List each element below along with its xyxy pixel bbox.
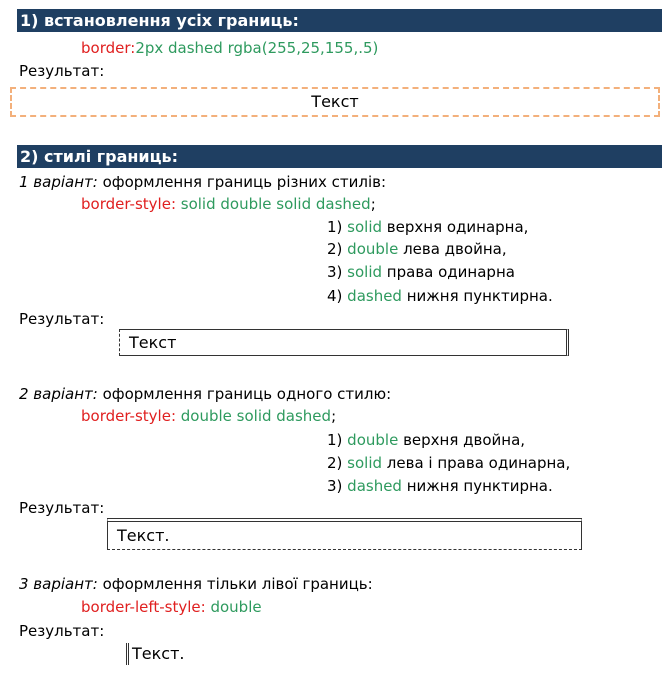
list-item: 1) double верхня двойна, <box>327 431 526 449</box>
list-item: 3) dashed нижня пунктирна. <box>327 477 553 495</box>
list-item: 2) double лева двойна, <box>327 240 507 258</box>
border-shorthand-code: border:2px dashed rgba(255,25,155,.5) <box>81 38 378 58</box>
list-item: 2) solid лева і права одинарна, <box>327 454 571 472</box>
list-item: 4) dashed нижня пунктирна. <box>327 287 553 305</box>
result-label: Результат: <box>19 62 105 80</box>
variant-2-code: border-style: double solid dashed; <box>81 406 336 426</box>
dashed-border-demo: Текст <box>10 87 660 117</box>
result-label: Результат: <box>19 499 105 517</box>
mixed-border-demo: Текст <box>119 329 569 356</box>
semicolon: ; <box>331 407 337 425</box>
semicolon: ; <box>370 195 376 213</box>
variant-1-label: 1 варіант: <box>19 173 98 191</box>
result-label: Результат: <box>19 310 105 328</box>
left-border-demo: Текст. <box>126 643 184 665</box>
variant-3-label: 3 варіант: <box>19 575 98 593</box>
variant-3-line: 3 варіант: оформлення тільки лівої грани… <box>19 574 373 594</box>
variant-2-desc: оформлення границь одного стилю: <box>97 385 392 403</box>
css-value: 2px dashed rgba(255,25,155,.5) <box>135 39 379 57</box>
variant-1-line: 1 варіант: оформлення границь різних сти… <box>19 172 386 192</box>
variant-3-code: border-left-style: double <box>81 597 262 617</box>
variant-2-label: 2 варіант: <box>19 385 98 403</box>
css-value: double <box>205 598 262 616</box>
result-label: Результат: <box>19 622 105 640</box>
variant-1-desc: оформлення границь різних стилів: <box>97 173 387 191</box>
list-item: 3) solid права одинарна <box>327 263 515 281</box>
css-property: border-left-style: <box>81 598 206 616</box>
section-2-header: 2) стилі границь: <box>17 145 662 168</box>
css-value: solid double solid dashed <box>176 195 371 213</box>
section-1-header: 1) встановлення усіх границь: <box>17 9 662 32</box>
list-item: 1) solid верхня одинарна, <box>327 218 529 236</box>
three-style-border-demo: Текст. <box>107 518 582 550</box>
css-property: border: <box>81 39 136 57</box>
variant-1-code: border-style: solid double solid dashed; <box>81 194 376 214</box>
css-value: double solid dashed <box>176 407 332 425</box>
variant-3-desc: оформлення тільки лівої границь: <box>97 575 373 593</box>
css-property: border-style: <box>81 195 176 213</box>
css-property: border-style: <box>81 407 176 425</box>
variant-2-line: 2 варіант: оформлення границь одного сти… <box>19 384 391 404</box>
